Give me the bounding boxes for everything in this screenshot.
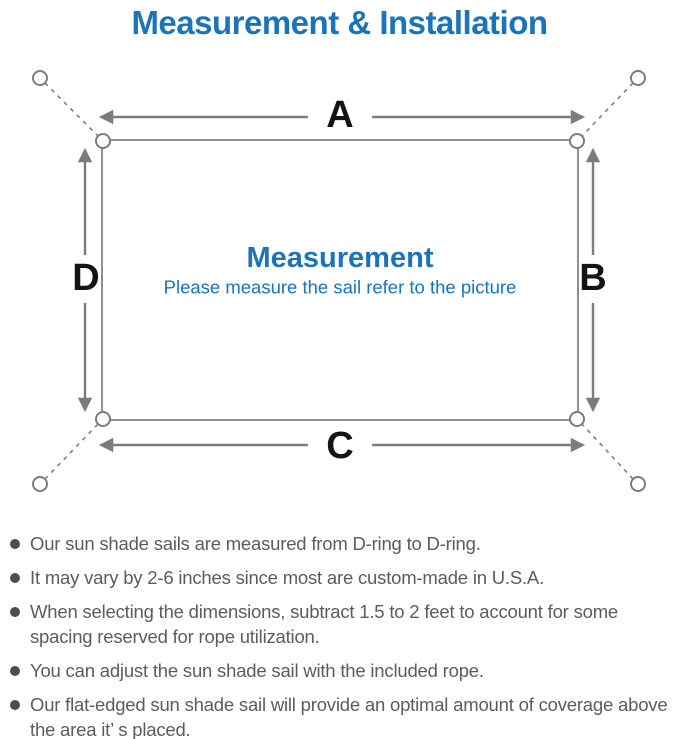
d-ring-top-left-icon (95, 133, 111, 149)
d-ring-bottom-right-icon (569, 411, 585, 427)
rope-line-bottom-left-icon (44, 422, 100, 480)
dimension-label-a: A (326, 94, 353, 136)
rope-line-top-left-icon (44, 82, 100, 138)
bullet-icon (10, 607, 20, 617)
bullet-icon (10, 666, 20, 676)
page-title: Measurement & Installation (131, 4, 548, 41)
anchor-ring-bottom-right-icon (630, 476, 646, 492)
anchor-ring-bottom-left-icon (32, 476, 48, 492)
d-ring-top-right-icon (569, 133, 585, 149)
list-item: It may vary by 2-6 inches since most are… (10, 565, 668, 590)
list-item: You can adjust the sun shade sail with t… (10, 658, 668, 683)
sail-measurement-diagram: A B C D Measurement Please measure the s… (32, 70, 646, 492)
d-ring-bottom-left-icon (95, 411, 111, 427)
note-text: It may vary by 2-6 inches since most are… (30, 567, 545, 588)
rope-line-top-right-icon (580, 82, 634, 138)
bullet-icon (10, 700, 20, 710)
dimension-label-d: D (72, 257, 99, 299)
anchor-ring-top-left-icon (32, 70, 48, 86)
list-item: Our sun shade sails are measured from D-… (10, 531, 668, 556)
dimension-label-b: B (579, 257, 606, 299)
diagram-center-title: Measurement (247, 242, 434, 274)
list-item: Our flat-edged sun shade sail will provi… (10, 692, 668, 739)
note-text: When selecting the dimensions, subtract … (30, 601, 619, 647)
note-text: You can adjust the sun shade sail with t… (30, 660, 484, 681)
note-text: Our flat-edged sun shade sail will provi… (30, 694, 668, 739)
bullet-icon (10, 573, 20, 583)
notes-list: Our sun shade sails are measured from D-… (10, 531, 668, 739)
list-item: When selecting the dimensions, subtract … (10, 599, 668, 649)
diagram-center-subtitle: Please measure the sail refer to the pic… (164, 277, 517, 298)
note-text: Our sun shade sails are measured from D-… (30, 533, 481, 554)
sun-shade-sail-rectangle (101, 139, 579, 421)
dimension-label-c: C (326, 425, 353, 467)
bullet-icon (10, 539, 20, 549)
anchor-ring-top-right-icon (630, 70, 646, 86)
rope-line-bottom-right-icon (580, 422, 634, 480)
